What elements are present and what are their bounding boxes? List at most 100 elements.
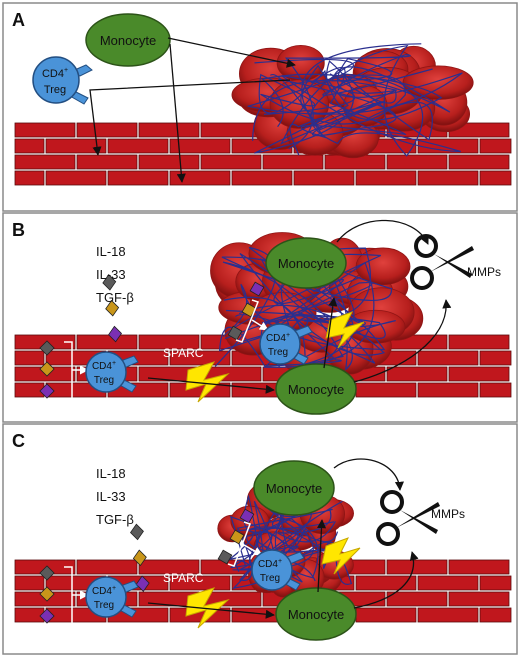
legend-item-il18: IL-18: [96, 466, 144, 541]
monocyte-bottom-label: Monocyte: [288, 607, 344, 622]
scissors-icon: [410, 234, 474, 290]
sparc-label: SPARC: [163, 346, 204, 360]
brick: [293, 170, 355, 186]
brick: [386, 366, 448, 382]
monocyte: Monocyte: [85, 13, 171, 67]
legend-label-tgfb: TGF-β: [96, 512, 134, 527]
brick: [479, 607, 512, 623]
brick: [107, 170, 169, 186]
brick: [355, 575, 417, 591]
tgfb-marker: [108, 325, 122, 343]
brick: [417, 170, 479, 186]
wall-cytokines: [39, 565, 89, 626]
legend-label-il18: IL-18: [96, 244, 126, 259]
legend: IL-18 IL-33 TGF-β: [96, 244, 134, 343]
brick: [417, 607, 479, 623]
fibrin-strand: [258, 69, 443, 141]
wall-cytokines: [39, 340, 89, 401]
treg-wall-label: CD4+: [92, 585, 116, 597]
treg-label: CD4+: [42, 67, 68, 80]
legend-item-il33: IL-33: [96, 267, 126, 317]
brick: [169, 350, 231, 366]
monocyte-label: Monocyte: [100, 33, 156, 48]
legend-item-tgfb: TGF-β: [96, 290, 134, 343]
monocyte-top-label: Monocyte: [278, 256, 334, 271]
legend-item-il33: IL-33: [96, 489, 147, 567]
fibrin-strand: [263, 53, 461, 153]
brick: [76, 559, 138, 575]
brick: [138, 334, 200, 350]
panel-c-letter: C: [12, 431, 25, 451]
il18-marker: [130, 523, 144, 541]
il18-marker: [102, 273, 117, 291]
mmps-label: MMPs: [431, 507, 465, 521]
brick: [14, 607, 45, 623]
treg-sublabel: Treg: [44, 84, 66, 96]
treg-clot-label: CD4+: [258, 558, 282, 570]
brick: [355, 170, 417, 186]
panel-c-arrows: [147, 458, 419, 619]
sparc-label: SPARC: [163, 571, 204, 585]
legend-item-tgfb: TGF-β: [96, 512, 150, 593]
brick: [14, 122, 76, 138]
legend-label-il33: IL-33: [96, 489, 126, 504]
brick: [479, 575, 512, 591]
brick: [14, 170, 45, 186]
monocyte-bottom: Monocyte: [275, 587, 357, 641]
panel-a-arrows: [89, 37, 296, 183]
brick: [386, 591, 448, 607]
brick: [76, 334, 138, 350]
legend-label-il18: IL-18: [96, 466, 126, 481]
brick: [355, 607, 417, 623]
clot-cytokines: [217, 508, 263, 567]
treg-wall-label: CD4+: [92, 360, 116, 372]
brick: [386, 559, 448, 575]
brick: [448, 559, 510, 575]
lightning-bolt: [185, 361, 230, 403]
brick: [479, 350, 512, 366]
panel-a-letter: A: [12, 10, 25, 30]
brick: [169, 575, 231, 591]
brick: [448, 334, 510, 350]
mmps-label: MMPs: [467, 265, 501, 279]
brick: [107, 138, 169, 154]
thrombus: [231, 43, 474, 159]
scissors-icon: [376, 490, 440, 546]
brick: [479, 382, 512, 398]
cd4-treg-cell-wall: CD4+ Treg: [85, 351, 139, 393]
brick: [138, 559, 200, 575]
fibrin-strand: [214, 246, 386, 371]
brick: [262, 154, 324, 170]
treg-clot-sublabel: Treg: [268, 347, 288, 358]
brick: [231, 170, 293, 186]
brick: [76, 122, 138, 138]
brick: [479, 170, 512, 186]
brick: [200, 122, 262, 138]
brick: [14, 350, 45, 366]
brick: [14, 382, 45, 398]
brick: [417, 575, 479, 591]
brick: [45, 138, 107, 154]
brick: [169, 138, 231, 154]
brick: [76, 154, 138, 170]
panel-b: B IL-18 IL-33 TGF-β: [2, 212, 518, 423]
brick: [417, 382, 479, 398]
cd4-treg-cell-wall: CD4+ Treg: [85, 576, 139, 618]
brick: [169, 170, 231, 186]
legend: IL-18 IL-33 TGF-β: [96, 466, 150, 593]
brick: [14, 138, 45, 154]
monocyte-top: Monocyte: [253, 460, 335, 516]
brick: [14, 154, 76, 170]
panel-a: A Monocyte CD4+ Treg: [2, 2, 518, 212]
treg-clot-sublabel: Treg: [260, 573, 280, 584]
clot-cytokines: [227, 281, 269, 343]
panel-b-letter: B: [12, 220, 25, 240]
legend-label-tgfb: TGF-β: [96, 290, 134, 305]
treg-wall-sublabel: Treg: [94, 375, 114, 386]
brick: [138, 122, 200, 138]
brick: [386, 154, 448, 170]
cd4-treg-cell-clot: CD4+ Treg: [259, 323, 313, 365]
brick: [448, 366, 510, 382]
treg-wall-sublabel: Treg: [94, 600, 114, 611]
